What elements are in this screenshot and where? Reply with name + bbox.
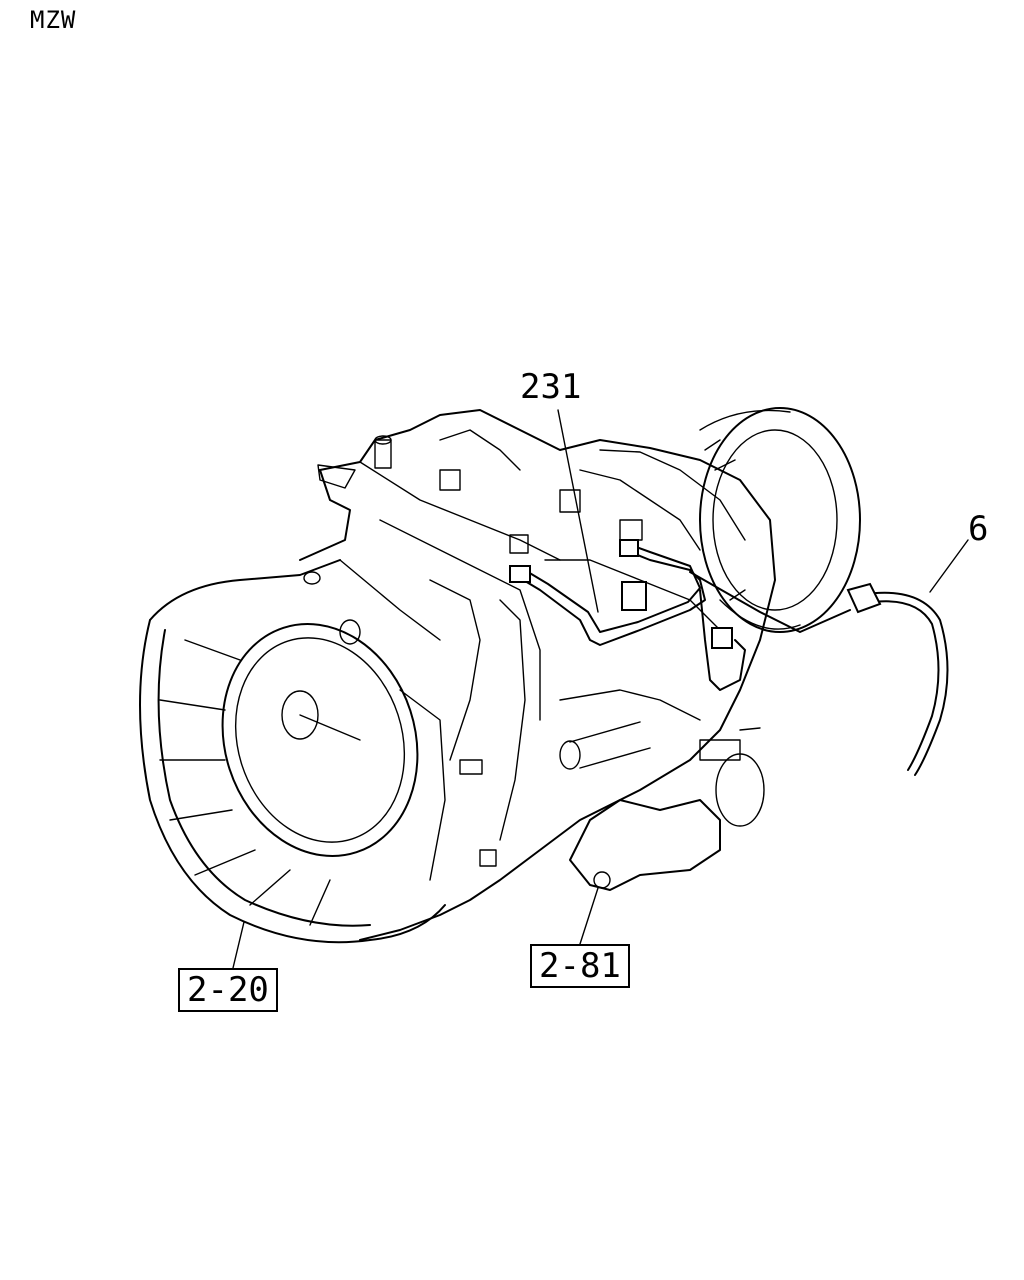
callout-2-20[interactable]: 2-20 (178, 968, 278, 1012)
diagram-code: MZW (30, 6, 77, 34)
actuator-drawing (559, 721, 765, 891)
leader-231 (557, 409, 599, 613)
transmission-case-drawing (299, 409, 776, 941)
callout-6: 6 (968, 509, 989, 549)
leader-lines (232, 409, 969, 969)
bell-housing-drawing (139, 559, 446, 944)
callout-231: 231 (520, 367, 582, 407)
leader-2-20 (232, 921, 245, 969)
rear-housing-drawing (699, 407, 861, 633)
harness-6-drawing (846, 582, 949, 776)
leader-2-81 (579, 887, 599, 945)
callout-2-81[interactable]: 2-81 (530, 944, 630, 988)
leader-6 (929, 539, 969, 593)
wire-harness-drawing (509, 539, 851, 691)
